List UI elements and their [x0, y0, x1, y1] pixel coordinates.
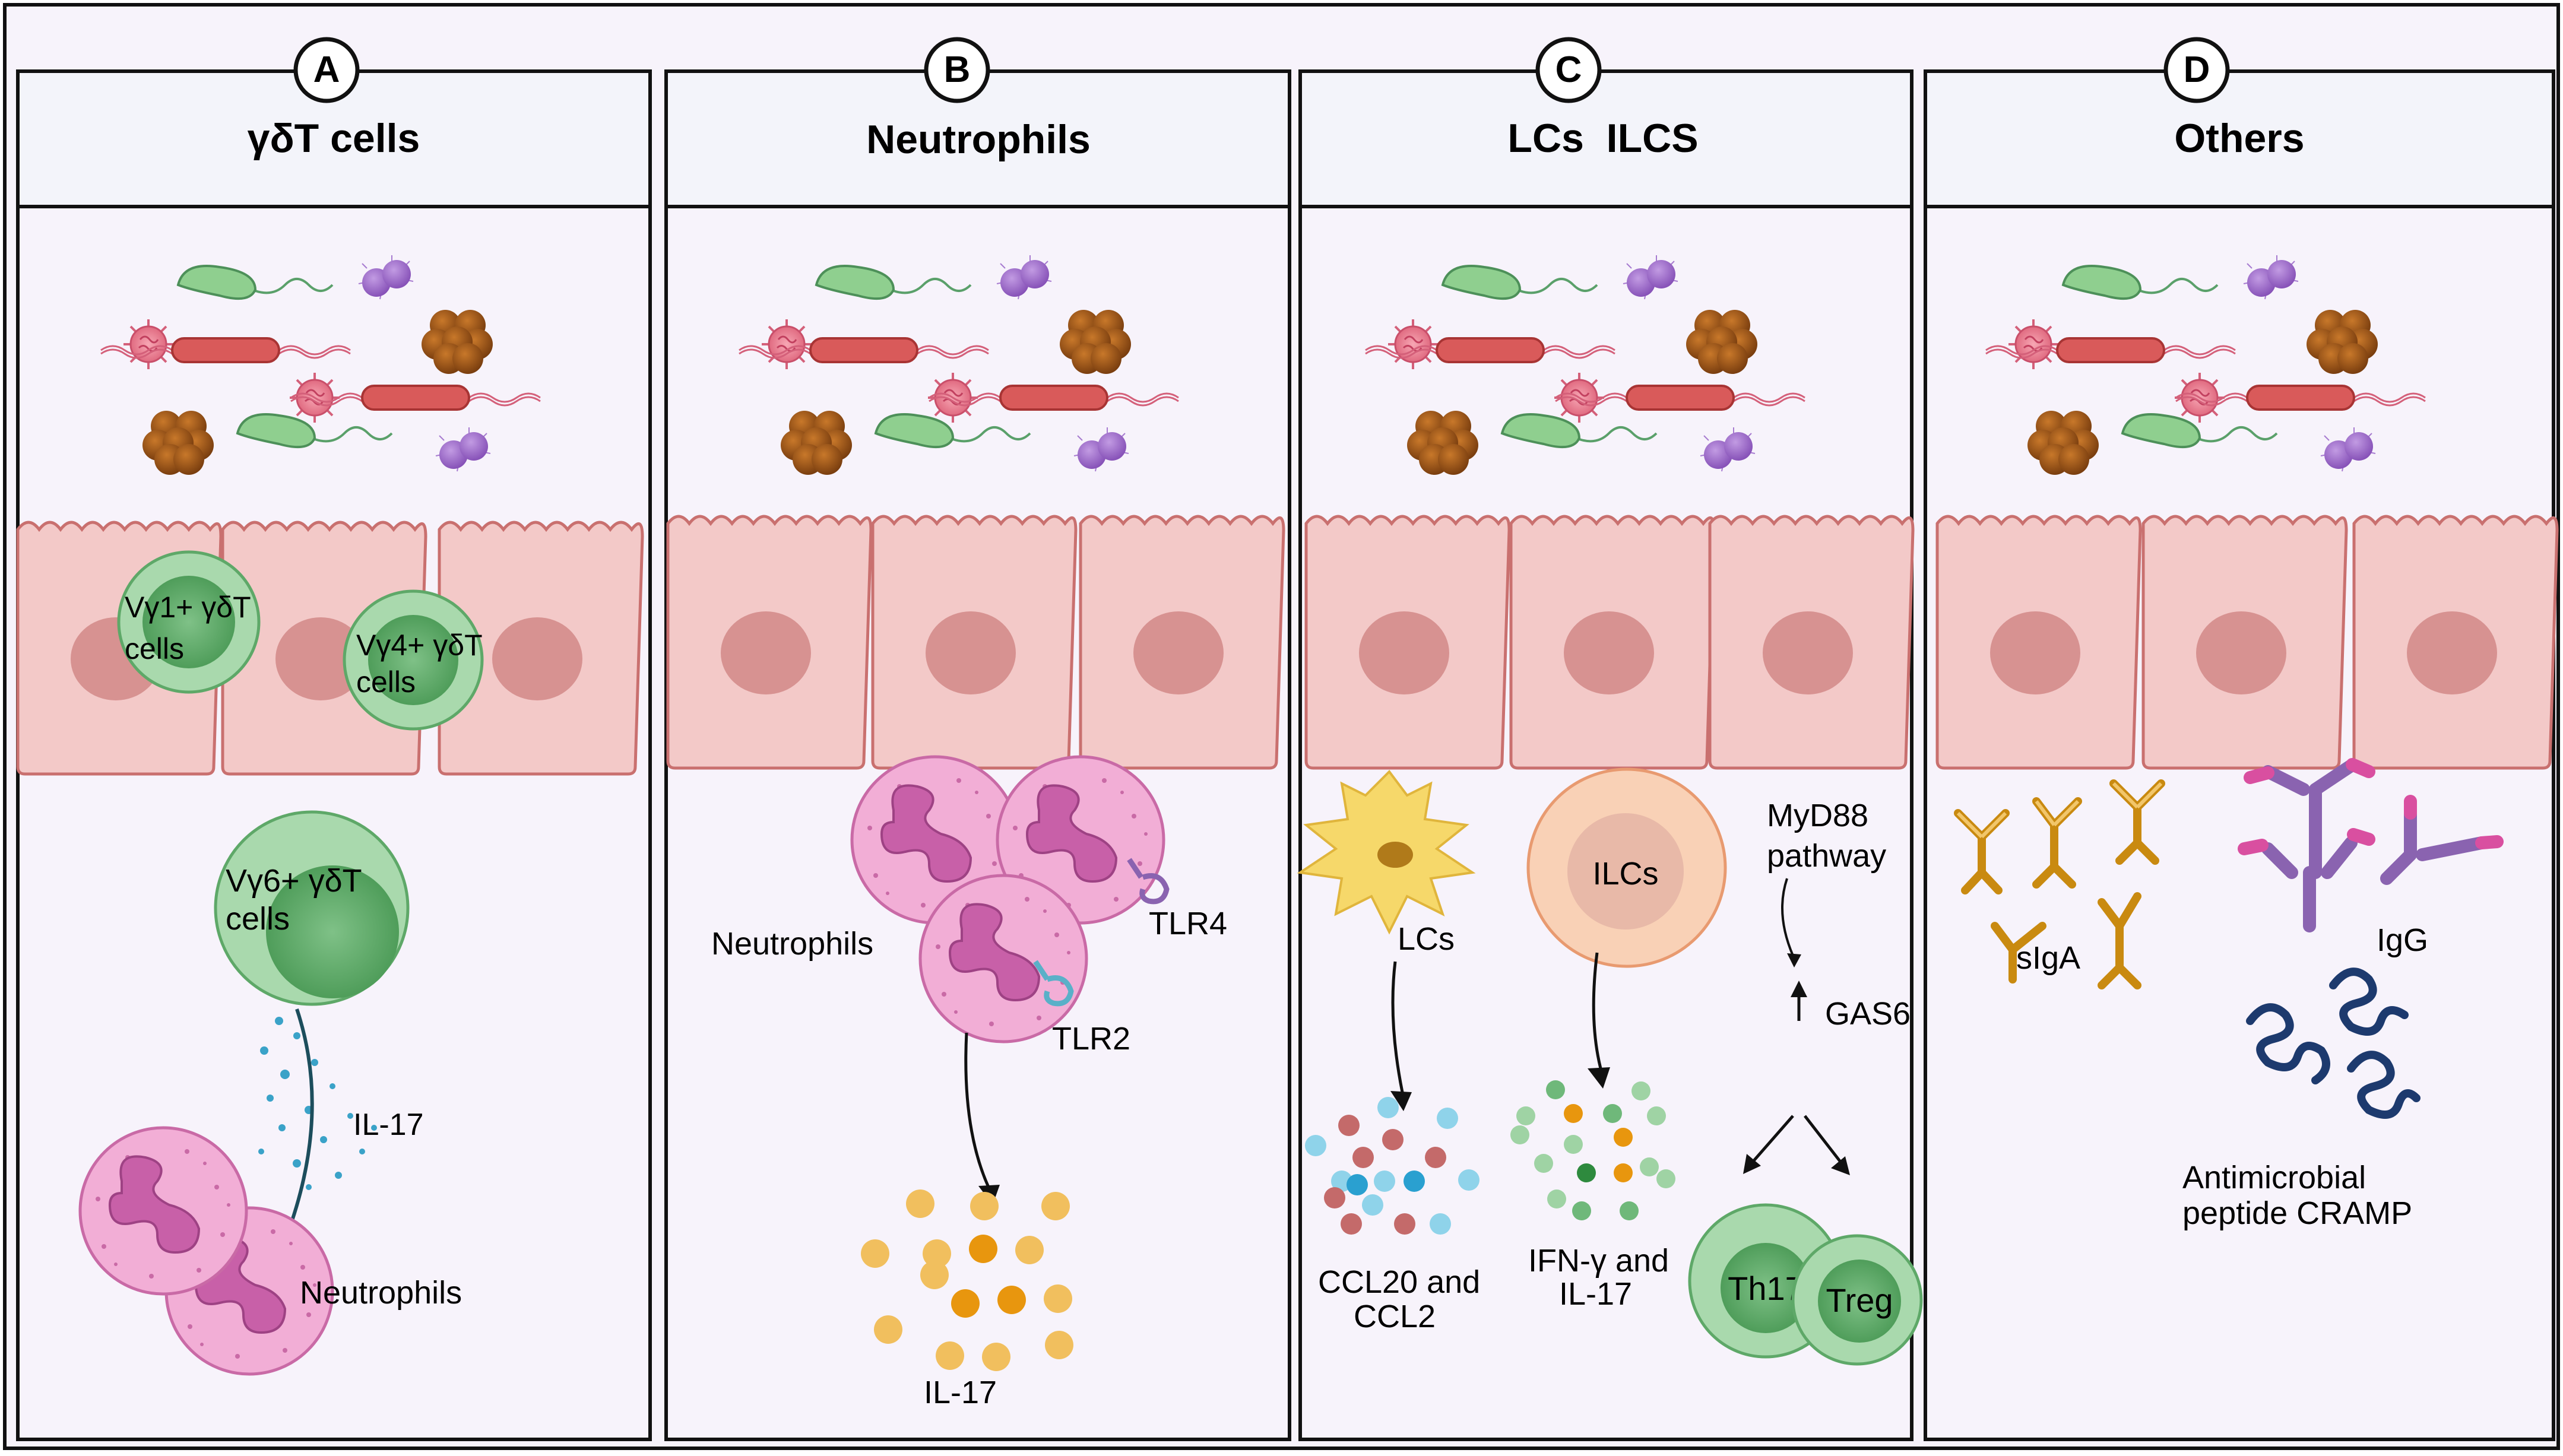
panel-d-header — [1924, 69, 2555, 208]
panel-c-epithelium — [1306, 516, 1913, 768]
cramp-label-line2: peptide CRAMP — [2182, 1195, 2412, 1231]
siga-antibodies-light — [1956, 782, 2163, 839]
panel-d-epithelium — [1937, 516, 2557, 768]
vg4-label-line2: cells — [356, 665, 416, 699]
tlr4-label: TLR4 — [1149, 906, 1227, 941]
th17-arrowhead — [1743, 1154, 1761, 1174]
cramp-label-line1: Antimicrobial — [2182, 1160, 2366, 1195]
vg1-tcell — [117, 550, 261, 694]
treg-arrowhead — [1831, 1156, 1850, 1175]
panel-c-badge — [1535, 37, 1602, 103]
gas6-arrowhead — [1791, 981, 1807, 997]
ilcs-arrow — [1592, 952, 1602, 1069]
ilcs-arrowhead — [1588, 1067, 1610, 1089]
tlr2-label: TLR2 — [1052, 1021, 1130, 1057]
ifn-label-line2: IL-17 — [1559, 1276, 1632, 1312]
panel-c-title: LCs ILCS — [1507, 116, 1698, 161]
lcs-arrowhead — [1390, 1091, 1412, 1111]
myd88-arrowhead — [1787, 953, 1801, 968]
panel-d-letter: D — [2184, 49, 2210, 90]
panel-d: D Others sIgA — [1924, 37, 2557, 1441]
cramp-peptides — [2246, 968, 2421, 1119]
panel-a-epithelium — [18, 522, 642, 774]
il17-arrow — [283, 1008, 314, 1242]
vg6-label-line1: Vγ6+ γδT — [226, 863, 362, 899]
panel-b-title: Neutrophils — [866, 117, 1091, 162]
treg-cell — [1791, 1234, 1923, 1366]
il17-secretion-dots — [258, 1017, 377, 1190]
siga-label: sIgA — [2016, 940, 2080, 976]
panel-c-letter: C — [1555, 49, 1582, 90]
panel-b-epithelium — [668, 516, 1284, 768]
ifn-label-line1: IFN-γ and — [1528, 1243, 1669, 1279]
panel-c: C LCs ILCS LCs CCL20 and CCL2 — [1297, 37, 1923, 1441]
myd88-arrow — [1781, 878, 1794, 956]
gas6-label: GAS6 — [1825, 996, 1911, 1032]
panel-d-title: Others — [2174, 116, 2304, 161]
vg1-label-line2: cells — [125, 632, 184, 665]
panel-b-il17-label: IL-17 — [924, 1375, 997, 1410]
th17-arrow — [1750, 1115, 1794, 1165]
ccl-dots — [1305, 1097, 1479, 1235]
treg-arrow — [1804, 1115, 1843, 1165]
ilc-cell — [1526, 767, 1727, 968]
panel-c-header — [1298, 69, 1913, 208]
vg1-label-line1: Vγ1+ γδT — [125, 591, 251, 624]
panel-b-letter: B — [944, 49, 971, 90]
lcs-arrow — [1391, 961, 1404, 1093]
panel-a-title: γδT cells — [248, 116, 420, 161]
vg4-label-line1: Vγ4+ γδT — [356, 629, 483, 662]
panel-a-letter: A — [313, 49, 340, 90]
myd88-label-line1: MyD88 — [1767, 798, 1868, 833]
vg6-tcell — [214, 810, 410, 1006]
panel-b-badge — [924, 37, 990, 103]
panel-a-badge — [293, 37, 360, 103]
ccl-label-line2: CCL2 — [1354, 1299, 1436, 1334]
tlr4-receptor — [1127, 858, 1170, 905]
ifn-dots — [1510, 1080, 1675, 1220]
panel-b-neutrophils-label: Neutrophils — [711, 926, 873, 962]
vg4-tcell — [343, 589, 484, 731]
panel-d-badge — [2163, 37, 2230, 103]
treg-label: Treg — [1826, 1281, 1893, 1319]
igg-label: IgG — [2377, 922, 2428, 958]
langerhans-cell — [1297, 769, 1476, 935]
panel-b: B Neutrophils Neutrophils TLR4 TLR2 — [664, 37, 1291, 1441]
panel-a: A γδT cells Vγ1+ γδT cells Vγ4+ γδT cell… — [16, 37, 652, 1441]
vg6-label-line2: cells — [226, 901, 290, 937]
th17-label: Th17 — [1728, 1270, 1804, 1307]
panel-b-arrow — [964, 1032, 990, 1188]
panel-a-neutrophils-label: Neutrophils — [300, 1275, 462, 1311]
ccl-label-line1: CCL20 and — [1318, 1264, 1480, 1300]
myd88-label-line2: pathway — [1767, 838, 1886, 874]
ilcs-label: ILCs — [1592, 856, 1658, 892]
panel-a-il17-label: IL-17 — [353, 1108, 424, 1142]
igg-antibodies — [2238, 758, 2504, 932]
lcs-label: LCs — [1398, 921, 1455, 957]
tlr2-receptor — [1033, 960, 1074, 1007]
panel-b-il17-dots — [861, 1189, 1073, 1371]
